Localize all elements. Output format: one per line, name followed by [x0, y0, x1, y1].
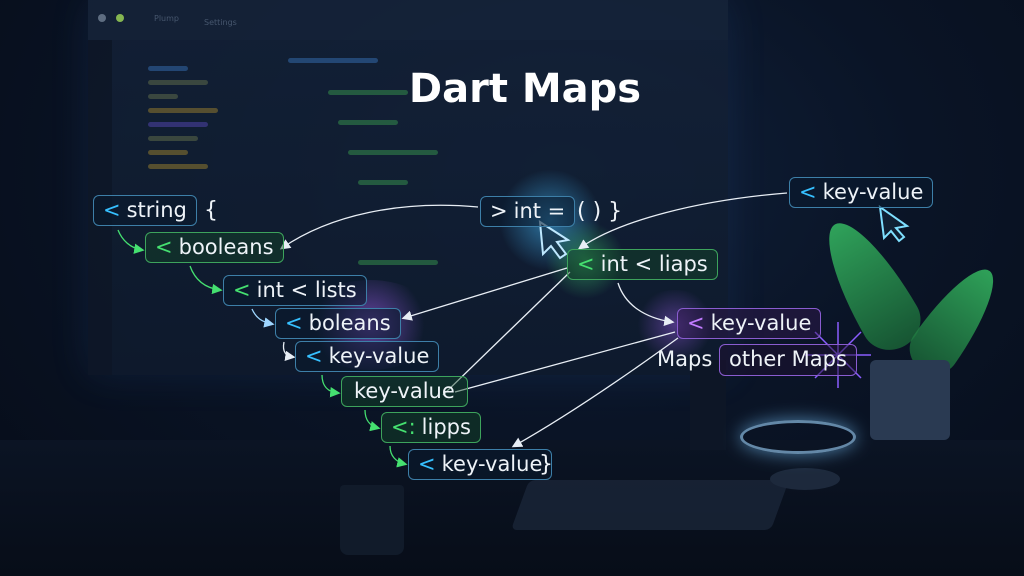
- chip-label: lipps: [421, 415, 471, 439]
- chevron-left-icon: <: [687, 311, 705, 335]
- arrow: [442, 271, 571, 396]
- arrow: [117, 229, 145, 254]
- chip-key-value-purple[interactable]: <key-value: [677, 308, 822, 339]
- chip-key-value-bottom[interactable]: <key-value: [408, 449, 553, 480]
- chip-label: boleans: [308, 311, 391, 335]
- window-dot: [116, 14, 124, 22]
- background-monitor: Plump Settings: [88, 0, 728, 375]
- code-line: [148, 94, 178, 99]
- chip-label: key-value: [354, 379, 455, 403]
- lamp-ring: [740, 420, 856, 454]
- chip-other-maps[interactable]: other Maps: [719, 344, 857, 376]
- arrow: [454, 331, 676, 393]
- arrow: [321, 374, 341, 398]
- code-line: [358, 180, 408, 185]
- chip-label: booleans: [178, 235, 274, 259]
- chip-label: int < lists: [256, 278, 357, 302]
- code-line: [148, 80, 208, 85]
- brace: {: [204, 198, 218, 223]
- code-line: [288, 58, 378, 63]
- chevron-right-icon: >: [490, 199, 508, 223]
- chevron-left-icon: <: [285, 311, 303, 335]
- arrow: [279, 204, 479, 250]
- monitor-stand: [690, 360, 726, 450]
- arrow: [401, 267, 568, 321]
- window-dot: [98, 14, 106, 22]
- arrow: [511, 337, 679, 448]
- chip-label: key-value: [822, 180, 924, 204]
- chip-label: int =: [513, 199, 566, 223]
- chip-key-value[interactable]: <key-value: [295, 341, 440, 372]
- arrow: [364, 409, 381, 432]
- cursor-icon: [538, 220, 571, 260]
- chip-int-eq[interactable]: >int =: [480, 196, 576, 227]
- chevron-left-icon: <: [799, 180, 817, 204]
- chip-key-value-green[interactable]: key-value: [341, 376, 468, 407]
- chevron-left-icon: <: [418, 452, 436, 476]
- chip-label: key-value: [328, 344, 430, 368]
- chip-booleans[interactable]: <booleans: [145, 232, 284, 263]
- plant-pot: [870, 360, 950, 440]
- chevron-left-icon: <:: [391, 415, 416, 439]
- chevron-left-icon: <: [305, 344, 323, 368]
- arrow: [389, 445, 408, 468]
- code-line: [148, 150, 188, 155]
- chip-string[interactable]: <string: [93, 195, 197, 226]
- code-line: [148, 66, 188, 71]
- code-line: [148, 122, 208, 127]
- page-title: Dart Maps: [408, 66, 642, 112]
- code-line: [348, 150, 438, 155]
- editor-menu-item: Settings: [204, 18, 237, 27]
- code-line: [328, 90, 408, 95]
- chip-key-value-top[interactable]: <key-value: [789, 177, 934, 208]
- chevron-left-icon: <: [103, 198, 121, 222]
- chevron-left-icon: <: [233, 278, 251, 302]
- arrow: [577, 192, 788, 250]
- maps-label: Maps: [657, 347, 713, 371]
- chip-boleans[interactable]: <boleans: [275, 308, 401, 339]
- chip-int-lists[interactable]: <int < lists: [223, 275, 367, 306]
- mouse: [770, 468, 840, 490]
- code-line: [148, 164, 208, 169]
- chevron-left-icon: <: [577, 252, 595, 276]
- chevron-left-icon: <: [155, 235, 173, 259]
- editor-topbar: Plump Settings: [88, 0, 728, 40]
- code-line: [148, 136, 198, 141]
- chip-label: int < liaps: [600, 252, 708, 276]
- chip-label: key-value: [710, 311, 812, 335]
- arrow: [189, 265, 223, 295]
- cursor-icon: [878, 204, 910, 243]
- arrow: [282, 341, 296, 362]
- arrow: [617, 282, 675, 326]
- chip-lipps[interactable]: <:lipps: [381, 412, 481, 443]
- code-line: [358, 260, 438, 265]
- mug: [340, 485, 404, 555]
- chip-label: key-value: [441, 452, 543, 476]
- editor-menu-item: Plump: [154, 14, 179, 23]
- code-line: [148, 108, 218, 113]
- brace: }: [539, 452, 553, 477]
- chip-int-liaps[interactable]: <int < liaps: [567, 249, 718, 280]
- parens-brace: ( ) }: [577, 199, 623, 224]
- arrow: [251, 308, 275, 328]
- chip-label: string: [126, 198, 187, 222]
- code-line: [338, 120, 398, 125]
- chip-label: other Maps: [729, 347, 847, 371]
